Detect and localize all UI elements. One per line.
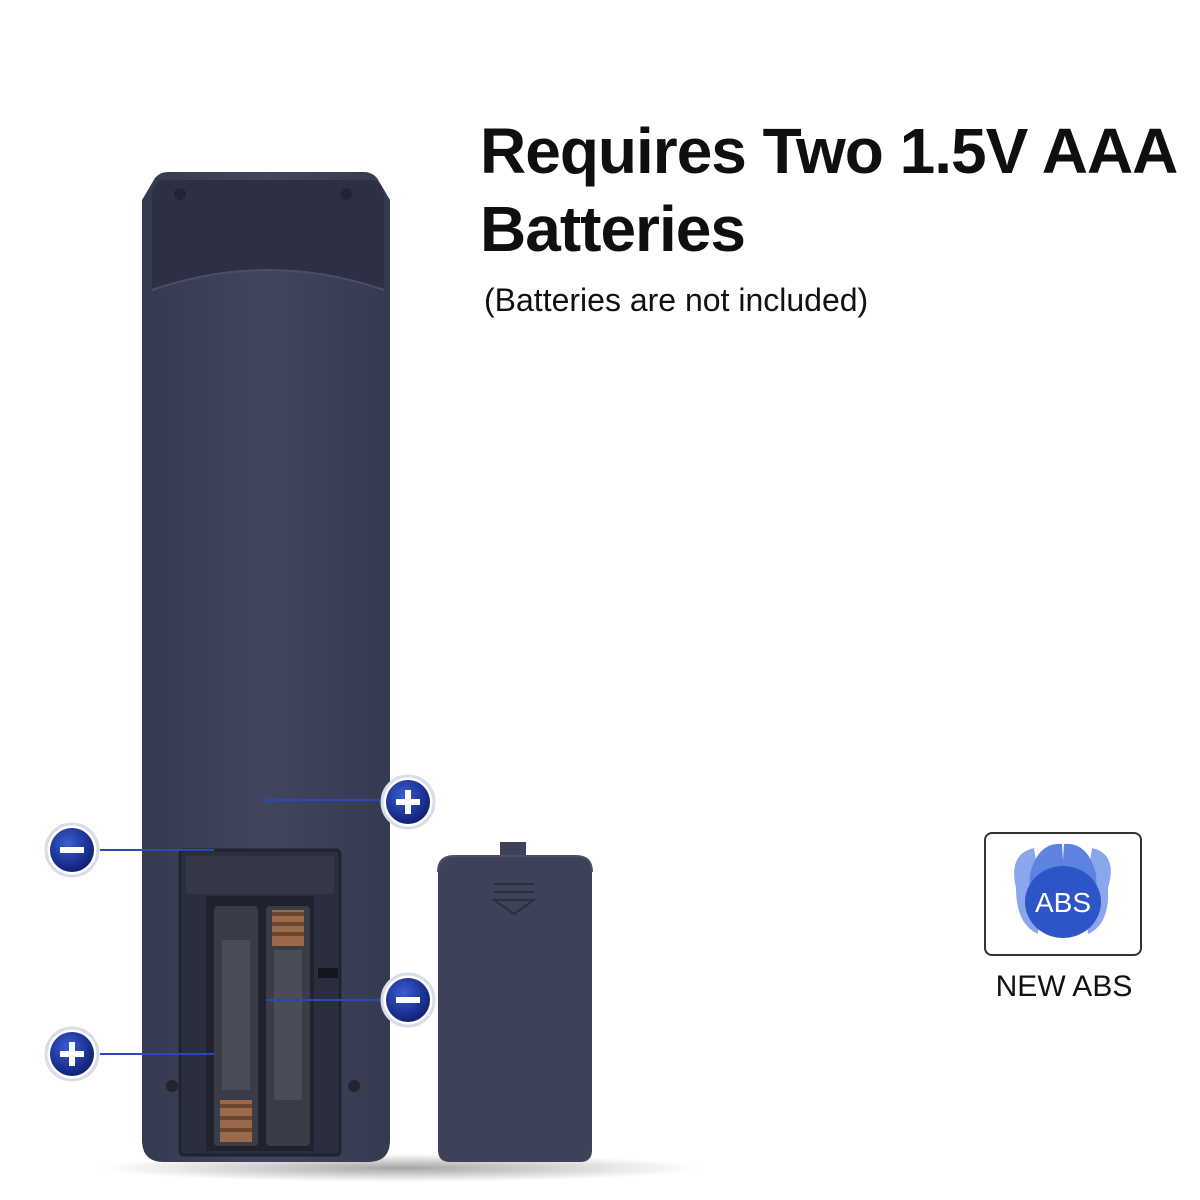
- page-title: Requires Two 1.5V AAA Batteries: [480, 112, 1180, 268]
- minus-marker-icon: [380, 972, 436, 1028]
- screw-icon: [174, 188, 186, 200]
- title-line-2: Batteries: [480, 193, 746, 265]
- abs-badge: ABS: [984, 832, 1142, 956]
- minus-marker-icon: [44, 822, 100, 878]
- plus-marker-icon: [380, 774, 436, 830]
- title-line-1: Requires Two 1.5V AAA: [480, 115, 1178, 187]
- screw-icon: [166, 1080, 178, 1092]
- subtitle: (Batteries are not included): [484, 282, 869, 318]
- remote-back: [142, 172, 390, 1162]
- battery-cover: [437, 842, 593, 1162]
- plus-marker-icon: [44, 1026, 100, 1082]
- abs-badge-caption: NEW ABS: [995, 970, 1133, 1003]
- screw-icon: [340, 188, 352, 200]
- arrow-down-icon: [490, 899, 538, 916]
- abs-badge-label: ABS: [1035, 887, 1091, 918]
- polarity-guides: [100, 799, 380, 1055]
- screw-icon: [348, 1080, 360, 1092]
- abs-petal-icon: ABS: [1014, 843, 1111, 938]
